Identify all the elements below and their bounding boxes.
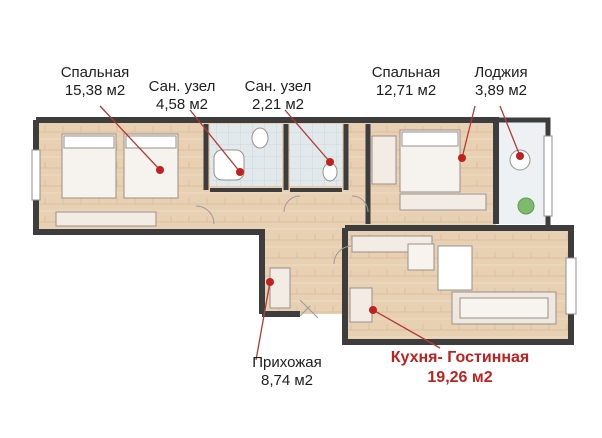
marker-hallway: [266, 278, 274, 286]
room-area: 15,38 м2: [64, 82, 126, 99]
room-area: 19,26 м2: [427, 369, 493, 386]
furniture: [55, 127, 557, 325]
marker-kitchen-living: [369, 306, 377, 314]
windows: [31, 135, 577, 315]
marker-loggia: [516, 152, 524, 160]
label-kitchen-living: Кухня- Гостинная 19,26 м2: [360, 348, 560, 388]
label-bathroom-2: Сан. узел 2,21 м2: [228, 78, 328, 114]
room-name: Спальная: [60, 64, 130, 81]
room-name: Сан. узел: [244, 78, 312, 95]
leader-lines: [99, 105, 521, 361]
room-area: 4,58 м2: [155, 96, 209, 113]
markers: [156, 152, 524, 314]
label-bedroom-right: Спальная 12,71 м2: [356, 64, 456, 100]
room-name: Лоджия: [474, 64, 528, 81]
room-area: 2,21 м2: [251, 96, 305, 113]
room-area: 3,89 м2: [474, 82, 528, 99]
label-hallway: Прихожая 8,74 м2: [232, 354, 342, 390]
room-name: Кухня- Гостинная: [390, 349, 530, 366]
room-name: Спальная: [371, 64, 441, 81]
room-area: 12,71 м2: [375, 82, 437, 99]
room-area: 8,74 м2: [260, 372, 314, 389]
marker-bedroom-left: [156, 166, 164, 174]
marker-bathroom-1: [236, 168, 244, 176]
label-bathroom-1: Сан. узел 4,58 м2: [132, 78, 232, 114]
room-name: Сан. узел: [148, 78, 216, 95]
marker-bedroom-right: [458, 154, 466, 162]
marker-bathroom-2: [326, 158, 334, 166]
label-bedroom-left: Спальная 15,38 м2: [30, 64, 160, 100]
label-loggia: Лоджия 3,89 м2: [456, 64, 546, 100]
doors: [195, 195, 369, 319]
room-name: Прихожая: [252, 354, 322, 371]
